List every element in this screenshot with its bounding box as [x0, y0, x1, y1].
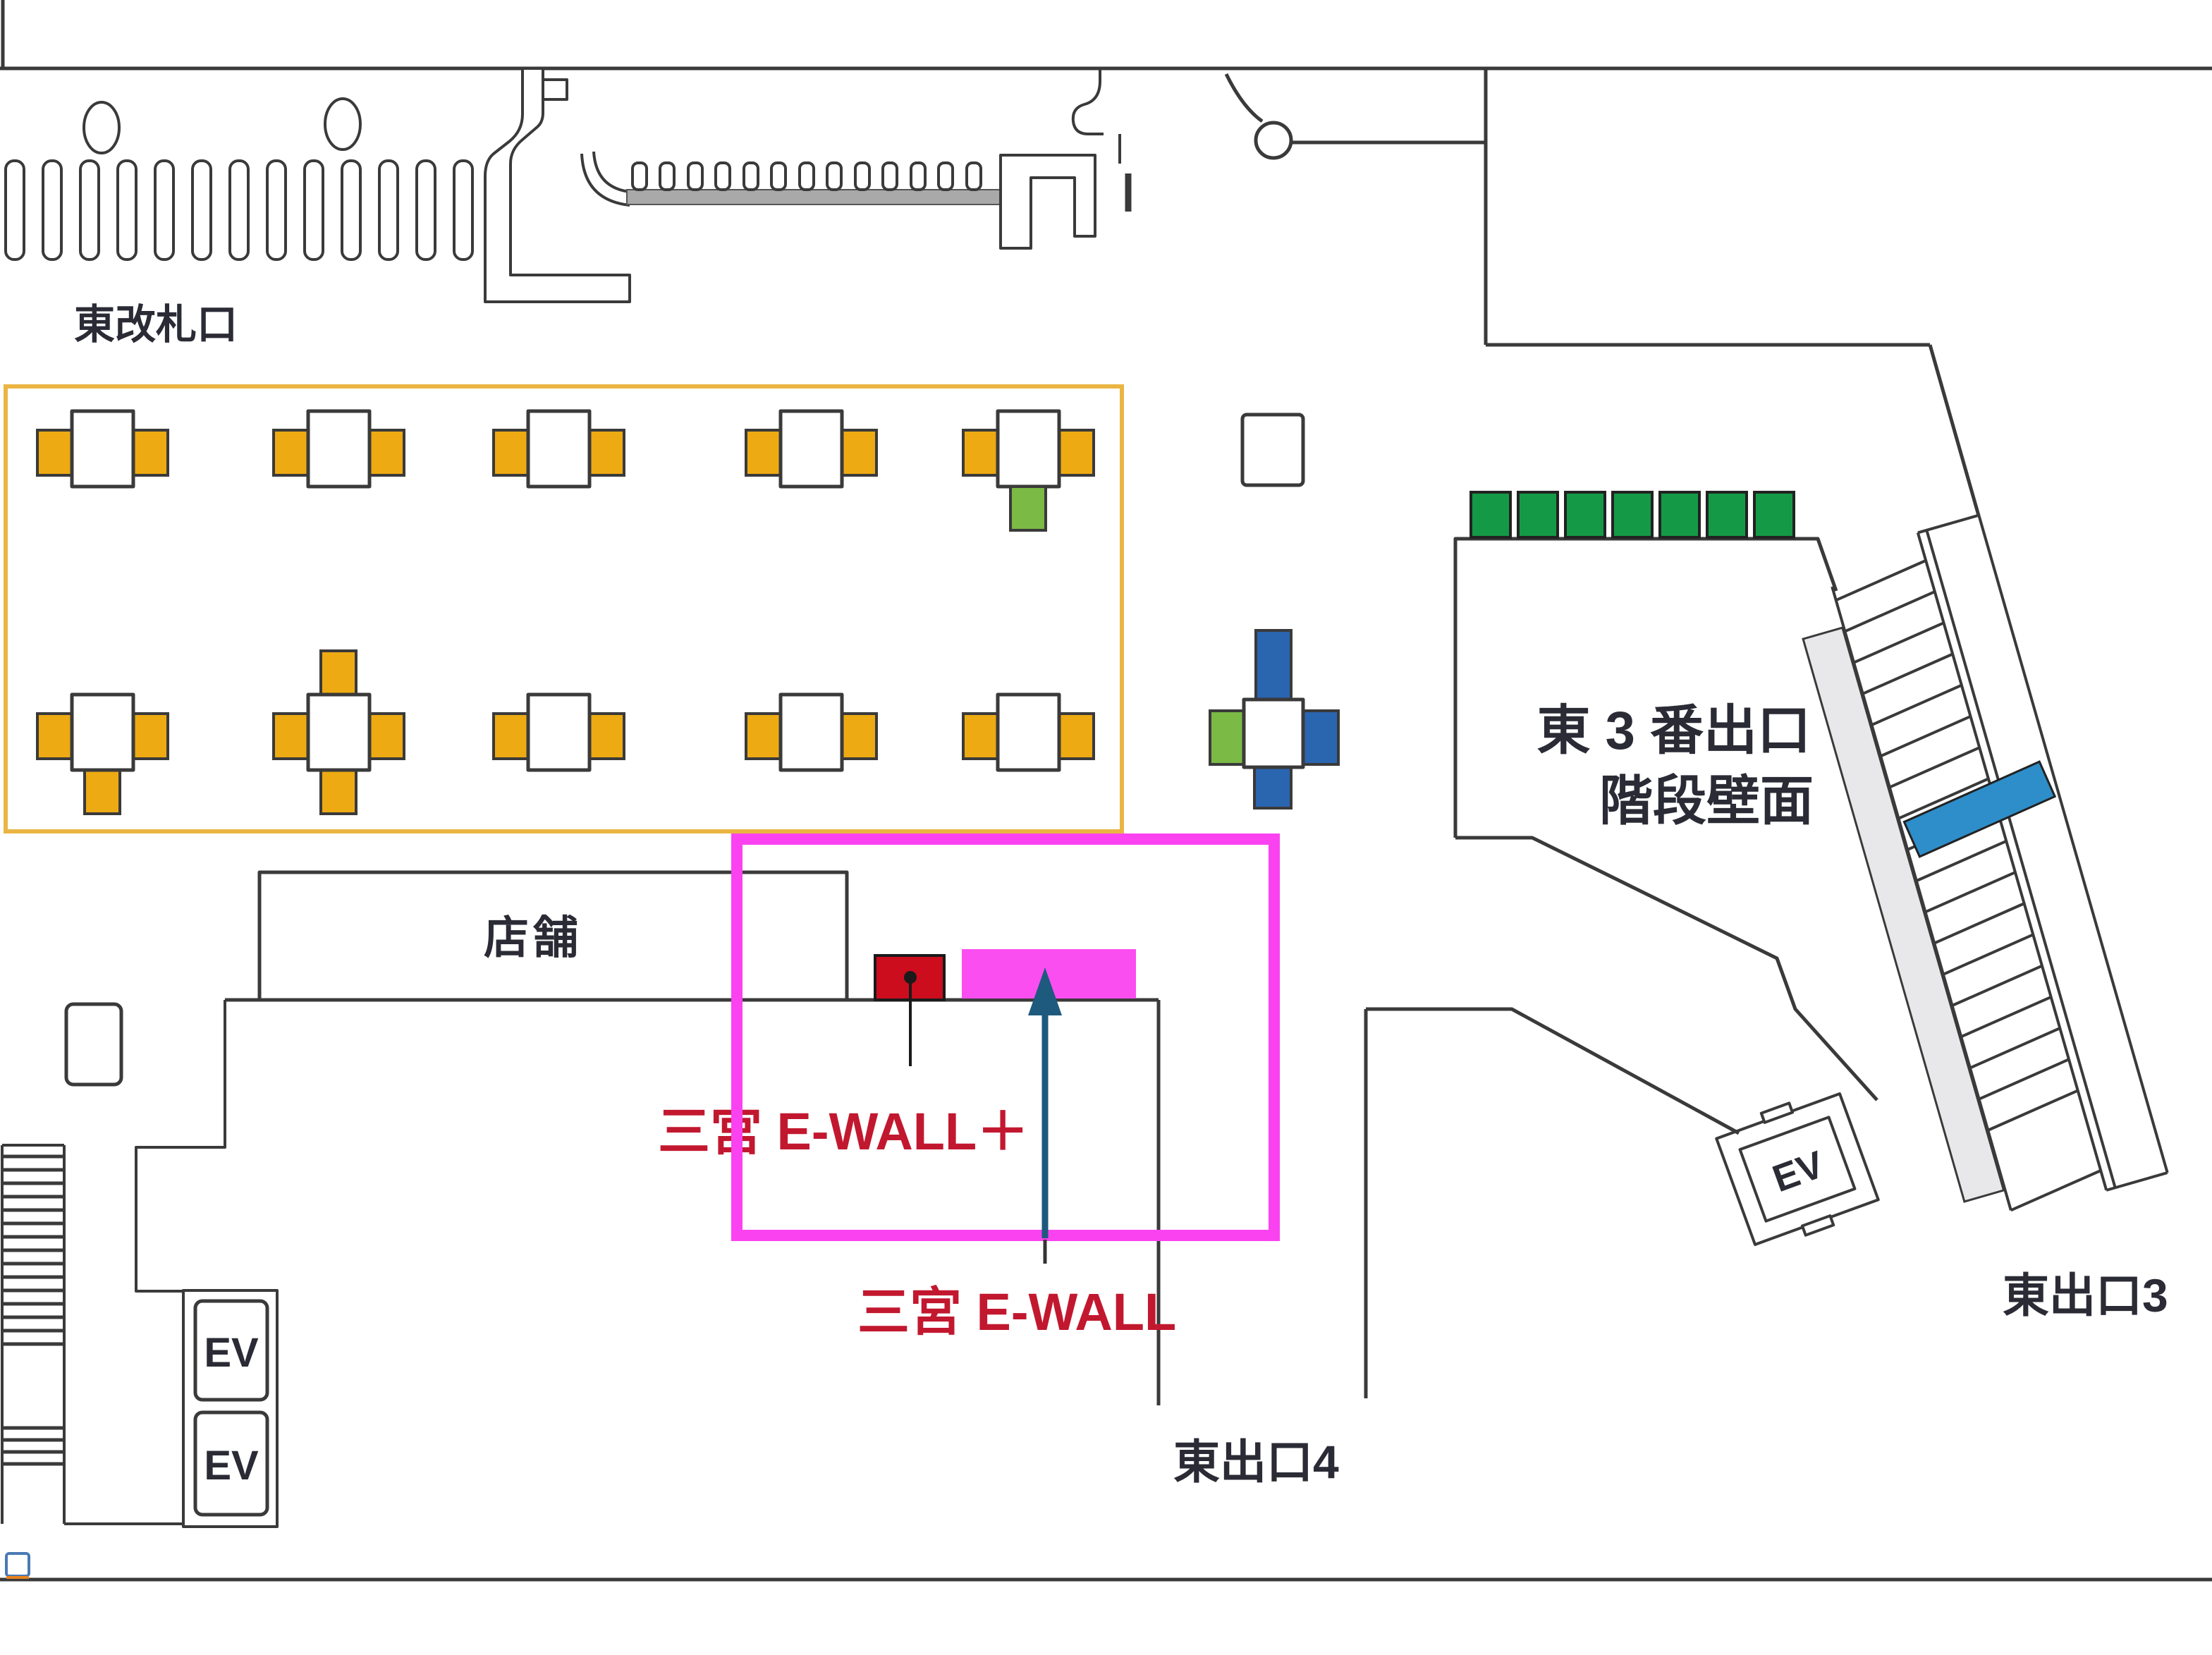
elevator-diamond: EV	[1715, 1092, 1880, 1246]
ticket-machine-zone	[4, 384, 1124, 833]
ticket-machine	[962, 409, 1095, 532]
label-ewall-plus: 三宮 E-WALL＋	[658, 1102, 1029, 1161]
map-border	[0, 0, 2212, 1582]
elevator-label: EV	[204, 1330, 259, 1376]
label-shop: 店舗	[484, 912, 582, 963]
label-exit3-line1: 東 3 番出口	[1537, 701, 1811, 761]
green-booth-row	[1469, 491, 1795, 539]
left-stairs	[1, 1144, 277, 1525]
pillar-square	[1240, 413, 1305, 487]
stair-handrail	[1916, 513, 2169, 1192]
ticket-machine	[492, 409, 625, 489]
label-ewall: 三宮 E-WALL	[857, 1283, 1176, 1341]
ticket-machine	[272, 649, 405, 815]
stair-wall-ad-highlight	[1902, 760, 2057, 858]
gate-pillar-icon	[324, 97, 362, 151]
ticket-machine	[272, 409, 405, 489]
guide-cross	[1209, 629, 1340, 810]
label-east-gate: 東改札口	[74, 302, 238, 348]
ticket-machine	[745, 692, 878, 772]
gate-pillar-icon	[83, 101, 121, 154]
ticket-machine	[492, 692, 625, 772]
pillar-square	[64, 1002, 123, 1087]
legend-fragment	[5, 1552, 30, 1579]
label-east-exit3: 東出口3	[2003, 1269, 2168, 1321]
staircase	[1802, 513, 2169, 1212]
ticket-machine	[36, 692, 169, 815]
highlight-frame	[731, 833, 1280, 1241]
ticket-machine	[745, 409, 878, 489]
concourse-walls	[484, 67, 1981, 516]
label-east-exit4: 東出口4	[1173, 1436, 1339, 1488]
ewall-arrow	[1028, 967, 1062, 1264]
elevator-label: EV	[204, 1443, 259, 1489]
ticket-machine	[962, 692, 1095, 772]
ticket-machine	[36, 409, 169, 489]
ewall-plus-leader	[904, 971, 917, 1066]
exit3-area	[1453, 491, 1878, 1101]
shop-and-walls	[135, 870, 1740, 1405]
center-gate-lanes	[631, 161, 982, 191]
east-gate-lanes	[4, 97, 474, 261]
label-exit3-line2: 階段壁面	[1599, 771, 1814, 831]
elevator-boxes: EV EV	[182, 1289, 279, 1528]
